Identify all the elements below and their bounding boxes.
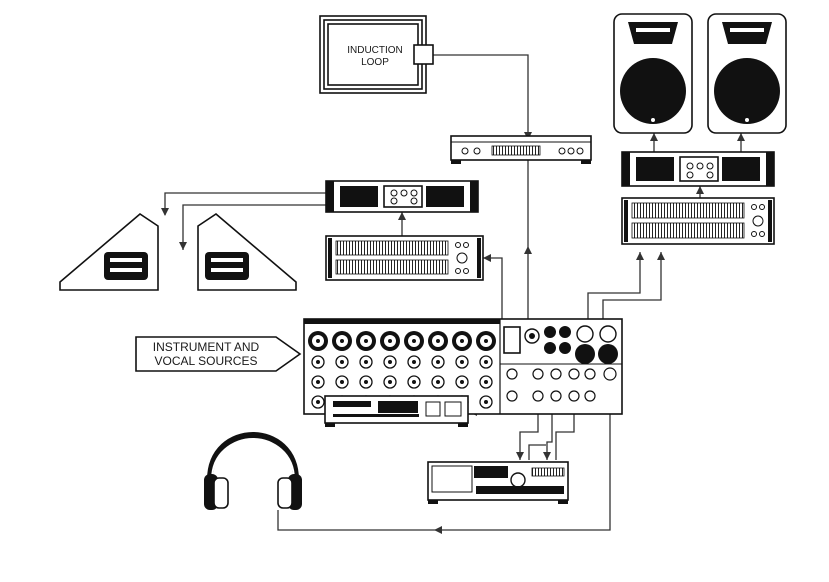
arrow-to-main-eq-left (636, 252, 644, 260)
line-input-jack (311, 375, 325, 389)
line-input-jack (455, 355, 469, 369)
main-graphic-equalizer (621, 197, 775, 245)
main-speaker-right (707, 13, 787, 134)
xlr-input-jack (428, 331, 448, 351)
xlr-input-jack (332, 331, 352, 351)
line-input-jack (407, 375, 421, 389)
induction-loop: INDUCTION LOOP (319, 15, 434, 94)
arrow-to-headphones (434, 526, 442, 534)
xlr-input-jack (308, 331, 328, 351)
headphones (204, 432, 302, 510)
arrow-to-wedge-left (161, 208, 169, 216)
xlr-input-jack (452, 331, 472, 351)
line-input-jack (479, 355, 493, 369)
line-input-jack (431, 355, 445, 369)
wire-mixer-to-main-eq-left (587, 252, 641, 322)
line-input-jack (311, 395, 325, 409)
arrow-to-speaker-left (650, 133, 658, 141)
line-input-jack (311, 355, 325, 369)
wire-mixer-to-headphones (277, 393, 611, 531)
arrow-to-wedge-right (179, 242, 187, 250)
stage-monitor-wedge-left (59, 212, 159, 291)
arrow-to-main-amp (696, 186, 704, 194)
arrow-to-monitor-eq (483, 254, 491, 262)
xlr-input-jack (476, 331, 496, 351)
xlr-input-jack (356, 331, 376, 351)
arrow-to-monitor-amp (398, 212, 406, 220)
arrow-to-recorder-b (543, 452, 551, 460)
line-input-jack (431, 375, 445, 389)
arrow-to-main-eq-right (657, 252, 665, 260)
wire-mixer-to-monitor-eq (483, 257, 503, 320)
line-input-jack (383, 355, 397, 369)
cd-player (324, 395, 469, 427)
line-input-jack (359, 355, 373, 369)
instrument-vocal-sources: INSTRUMENT AND VOCAL SOURCES (135, 336, 302, 372)
arrow-to-recorder-a (516, 452, 524, 460)
mixer-mic-inputs (308, 331, 496, 351)
line-input-jack (407, 355, 421, 369)
main-speaker-left (613, 13, 693, 134)
wire-mixer-to-main-eq-right (602, 252, 662, 327)
induction-loop-label-line1: INDUCTION (347, 45, 403, 56)
induction-loop-label-line2: LOOP (361, 57, 389, 68)
line-input-jack (479, 395, 493, 409)
sources-label-line1: INSTRUMENT AND (153, 340, 260, 354)
line-input-jack (479, 375, 493, 389)
line-input-jack (359, 375, 373, 389)
stage-monitor-wedge-right (197, 212, 297, 291)
arrow-to-speaker-right (737, 133, 745, 141)
xlr-input-jack (404, 331, 424, 351)
xlr-input-jack (380, 331, 400, 351)
monitor-graphic-equalizer (325, 235, 484, 281)
arrow-up-from-mixer (524, 246, 532, 254)
sources-label-line2: VOCAL SOURCES (155, 354, 258, 368)
wire-amp-to-wedge-right (182, 204, 326, 250)
wire-amp-to-wedge-left (164, 192, 326, 215)
loop-amplifier (450, 135, 592, 164)
wire-recorder-to-mixer-c (528, 444, 546, 460)
main-power-amplifier (621, 151, 775, 187)
wire-loop-amp-to-induction-loop (433, 54, 529, 140)
monitor-power-amplifier (325, 180, 479, 213)
line-input-jack (383, 375, 397, 389)
line-input-jack (455, 375, 469, 389)
line-input-jack (335, 375, 349, 389)
line-input-jack (335, 355, 349, 369)
cassette-recorder (427, 461, 569, 504)
